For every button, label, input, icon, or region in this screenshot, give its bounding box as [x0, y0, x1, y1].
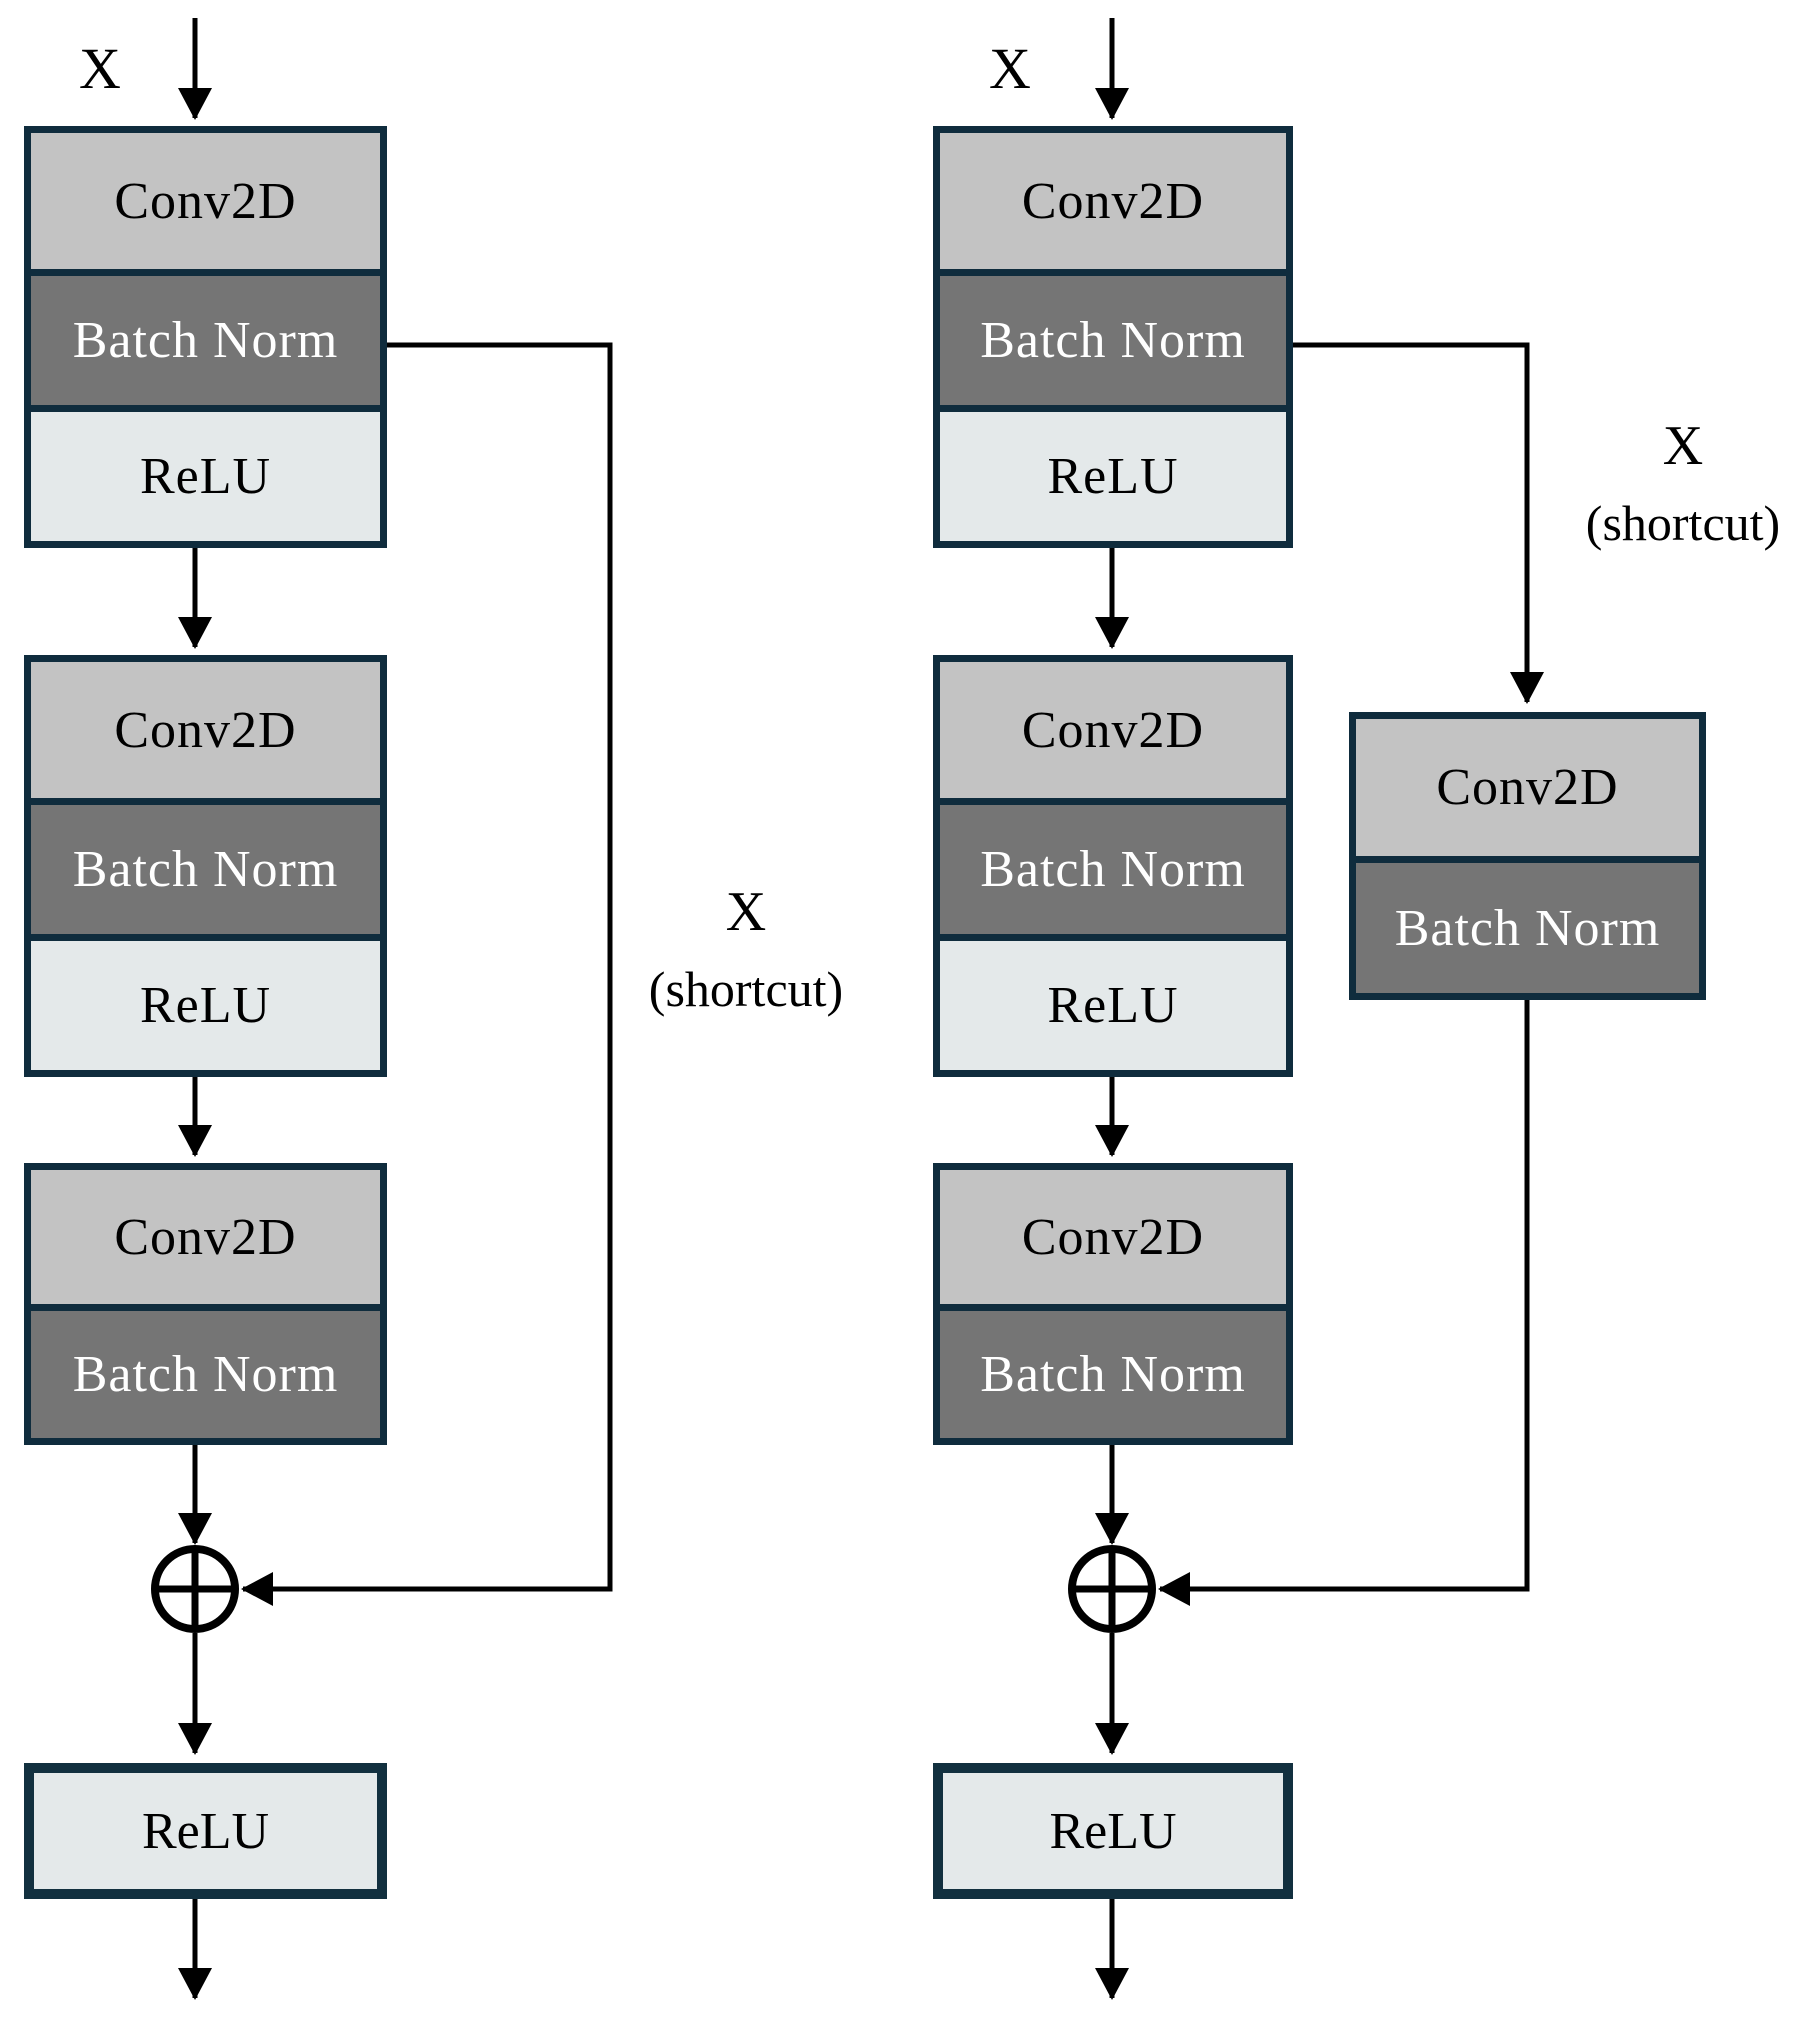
left-block2-relu: ReLU — [31, 934, 380, 1070]
right-block3-batch-norm: Batch Norm — [940, 1304, 1286, 1438]
right-block1: Conv2D Batch Norm ReLU — [933, 126, 1293, 548]
left-block3-batch-norm: Batch Norm — [31, 1304, 380, 1438]
left-block2-batch-norm: Batch Norm — [31, 798, 380, 934]
right-block1-conv2d: Conv2D — [940, 133, 1286, 269]
left-final-relu: ReLU — [24, 1763, 387, 1899]
left-shortcut-label: X (shortcut) — [596, 884, 896, 1014]
left-block2: Conv2D Batch Norm ReLU — [24, 655, 387, 1077]
right-add-operator-icon — [1068, 1545, 1156, 1633]
left-shortcut-line — [241, 342, 613, 1606]
left-input-x-label: X — [79, 36, 121, 101]
left-block1-batch-norm: Batch Norm — [31, 269, 380, 405]
left-block2-conv2d: Conv2D — [31, 662, 380, 798]
right-input-x-label: X — [989, 36, 1031, 101]
right-shortcut-upper-line — [1293, 342, 1544, 704]
left-shortcut-text: (shortcut) — [648, 961, 844, 1017]
left-block1-conv2d: Conv2D — [31, 133, 380, 269]
right-block3: Conv2D Batch Norm — [933, 1163, 1293, 1445]
right-shortcut-conv2d: Conv2D — [1356, 719, 1699, 856]
right-block2-relu: ReLU — [940, 934, 1286, 1070]
right-shortcut-label: X (shortcut) — [1533, 418, 1812, 548]
right-block2: Conv2D Batch Norm ReLU — [933, 655, 1293, 1077]
right-shortcut-text: (shortcut) — [1585, 495, 1781, 551]
right-block1-relu: ReLU — [940, 405, 1286, 541]
right-block2-batch-norm: Batch Norm — [940, 798, 1286, 934]
right-block3-conv2d: Conv2D — [940, 1170, 1286, 1304]
right-shortcut-batch-norm: Batch Norm — [1356, 856, 1699, 993]
right-block2-conv2d: Conv2D — [940, 662, 1286, 798]
right-block1-batch-norm: Batch Norm — [940, 269, 1286, 405]
left-shortcut-x: X — [725, 881, 767, 943]
right-shortcut-x: X — [1662, 415, 1704, 477]
left-add-operator-icon — [151, 1545, 239, 1633]
left-block1: Conv2D Batch Norm ReLU — [24, 126, 387, 548]
left-block3: Conv2D Batch Norm — [24, 1163, 387, 1445]
left-block3-conv2d: Conv2D — [31, 1170, 380, 1304]
right-final-relu: ReLU — [933, 1763, 1293, 1899]
right-shortcut-projection-block: Conv2D Batch Norm — [1349, 712, 1706, 1000]
right-shortcut-lower-line — [1158, 1000, 1530, 1606]
left-block1-relu: ReLU — [31, 405, 380, 541]
